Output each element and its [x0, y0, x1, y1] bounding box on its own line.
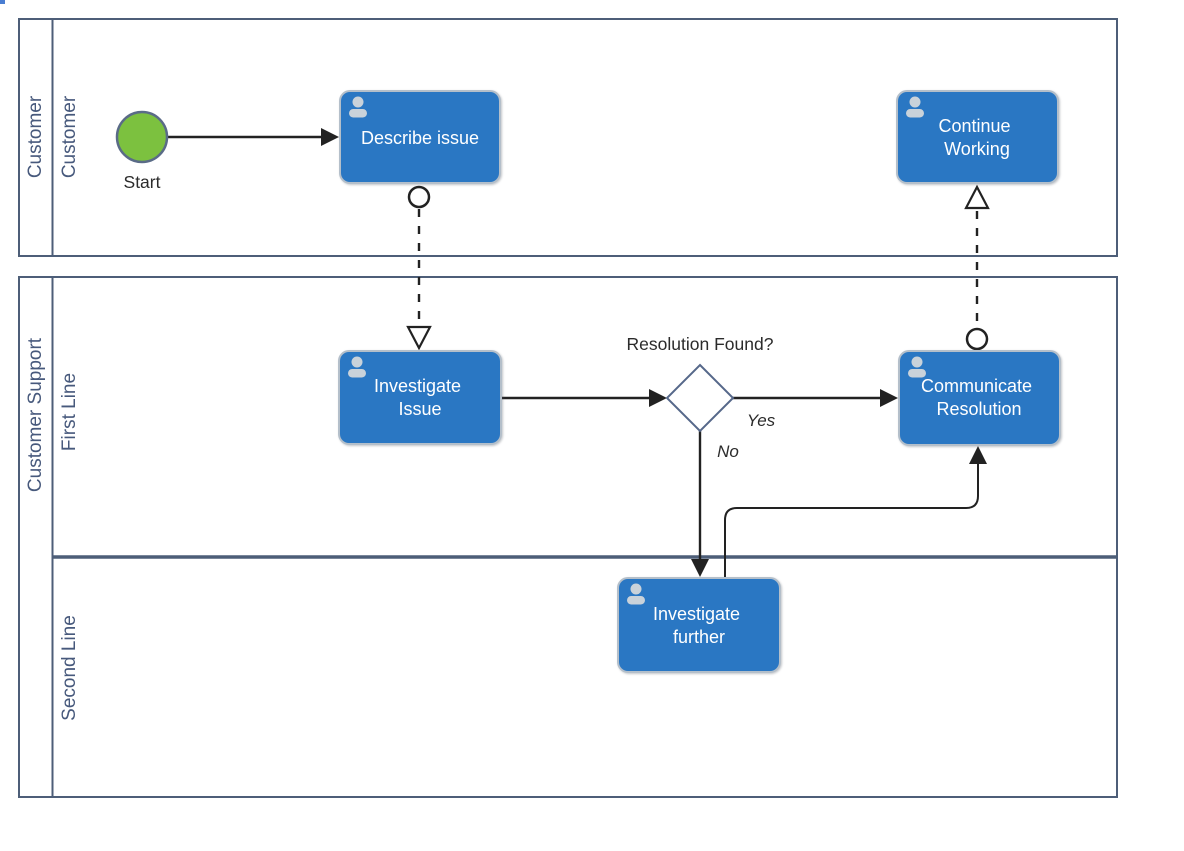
pool-customer-support-boundary [18, 276, 1118, 798]
sequence-flows [167, 128, 987, 578]
task-describe-issue-box[interactable] [339, 90, 501, 184]
gateway-resolution-found[interactable]: Resolution Found? Yes No [627, 334, 776, 461]
lane-second-line-label: Second Line [59, 615, 80, 721]
start-event-label: Start [124, 172, 161, 192]
message-flows [406, 184, 990, 351]
edge-label-no: No [717, 442, 739, 461]
task-communicate-resolution[interactable]: Communicate Resolution [898, 350, 1061, 446]
corner-artifact [0, 0, 5, 4]
task-continue-working-label: Continue Working [938, 116, 1015, 159]
start-event[interactable]: Start [115, 110, 169, 192]
task-investigate-issue-label: Investigate Issue [374, 376, 466, 419]
message-source-marker-describe [407, 185, 431, 209]
open-arrowhead-continue [964, 184, 990, 210]
pool-customer-label: Customer [25, 95, 46, 178]
task-communicate-resolution-box[interactable] [898, 350, 1061, 446]
arrowhead-communicate-left [880, 389, 898, 407]
arrowhead-communicate-bottom [969, 446, 987, 464]
start-event-circle[interactable] [115, 110, 169, 164]
task-continue-working-box[interactable] [896, 90, 1059, 184]
task-describe-issue[interactable]: Describe issue [339, 90, 501, 184]
task-describe-issue-label: Describe issue [361, 128, 479, 148]
arrowhead-gateway [649, 389, 667, 407]
pool-customer-boundary [18, 18, 1118, 257]
pool-customer-support: Customer Support First Line Second Line [18, 276, 1118, 798]
task-investigate-further[interactable]: Investigate further [617, 577, 781, 673]
task-communicate-resolution-label: Communicate Resolution [921, 376, 1037, 419]
task-investigate-issue[interactable]: Investigate Issue [338, 350, 502, 445]
lane-customer-label: Customer [59, 95, 80, 178]
pool-customer: Customer Customer [18, 18, 1118, 257]
task-investigate-further-box[interactable] [617, 577, 781, 673]
open-arrowhead-investigate [406, 325, 432, 351]
message-source-marker-communicate [965, 327, 989, 351]
task-investigate-further-label: Investigate further [653, 604, 745, 647]
gateway-diamond[interactable] [665, 363, 735, 433]
task-investigate-issue-box[interactable] [338, 350, 502, 445]
task-continue-working[interactable]: Continue Working [896, 90, 1059, 184]
gateway-question-label: Resolution Found? [627, 334, 774, 354]
arrowhead-describe [321, 128, 339, 146]
pool-customer-support-label: Customer Support [25, 337, 46, 492]
lane-first-line-label: First Line [59, 373, 80, 451]
arrowhead-investigate-further [691, 559, 709, 577]
edge-label-yes: Yes [747, 411, 776, 430]
flow-further-to-communicate [724, 462, 979, 578]
